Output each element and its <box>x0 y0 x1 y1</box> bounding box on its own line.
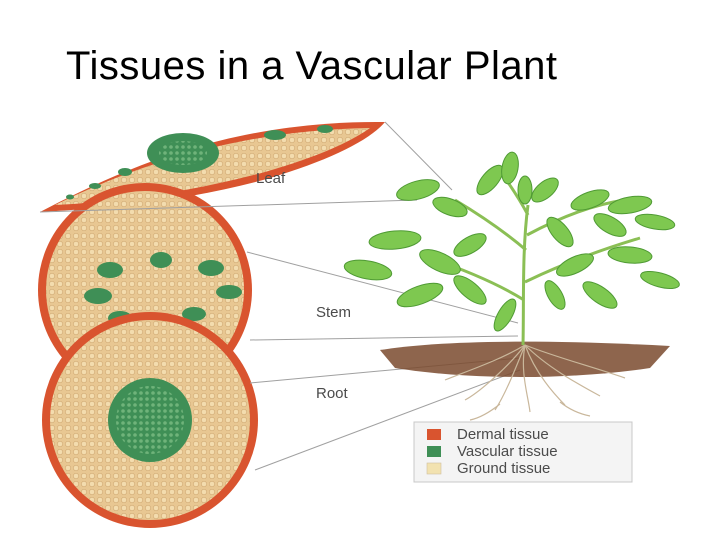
leaf-vein <box>317 125 333 133</box>
leaf-vein <box>89 183 101 189</box>
label-root: Root <box>316 385 349 402</box>
slide-title: Tissues in a Vascular Plant <box>66 44 558 88</box>
legend-swatch-ground <box>426 462 442 475</box>
legend: Dermal tissue Vascular tissue Ground tis… <box>413 421 633 483</box>
label-leaf: Leaf <box>256 170 286 187</box>
legend-label-ground: Ground tissue <box>457 460 550 477</box>
soil <box>380 341 670 377</box>
stem-vascular-bundles <box>84 252 242 325</box>
label-stem: Stem <box>316 304 351 321</box>
leaf-vein <box>264 130 286 140</box>
legend-label-dermal: Dermal tissue <box>457 426 549 443</box>
leaves <box>343 151 680 332</box>
plant-shoot <box>343 151 680 346</box>
soil-and-roots <box>380 341 670 421</box>
legend-swatch-dermal <box>427 429 441 440</box>
legend-swatch-vascular <box>427 446 441 457</box>
legend-label-vascular: Vascular tissue <box>457 443 558 460</box>
leader-lines <box>39 121 521 471</box>
legend-box <box>413 421 633 483</box>
leaf-vein <box>66 194 74 200</box>
root-cross-section <box>42 312 258 528</box>
leaf-vein <box>118 168 132 176</box>
roots <box>444 344 626 421</box>
